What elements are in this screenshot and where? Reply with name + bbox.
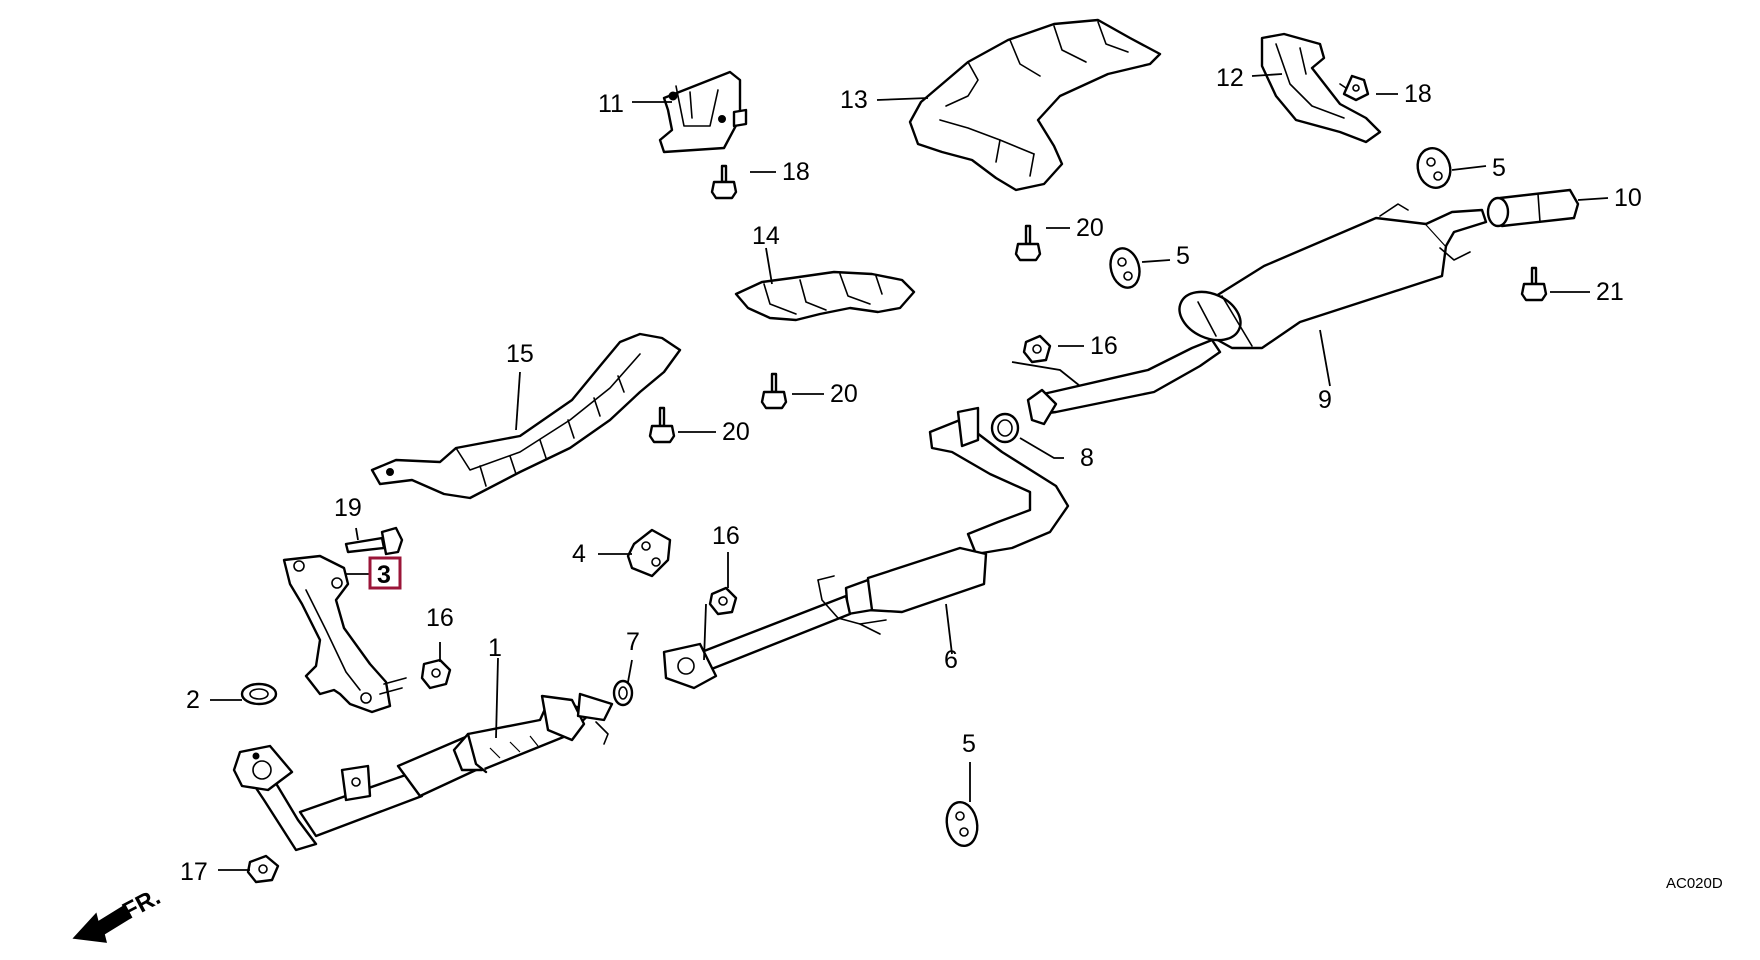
callout-5: 5 <box>1176 242 1190 270</box>
part-20-bolt-a[interactable] <box>1014 224 1042 262</box>
part-12-bracket[interactable] <box>1260 32 1382 144</box>
part-8-gasket[interactable] <box>990 412 1020 444</box>
callout-3[interactable]: 3 <box>377 561 391 589</box>
callout-20: 20 <box>830 380 858 408</box>
callout-5: 5 <box>1492 154 1506 182</box>
callout-18: 18 <box>1404 80 1432 108</box>
part-18-bolt-a[interactable] <box>710 164 738 200</box>
callout-2: 2 <box>186 686 200 714</box>
leader-lines <box>210 73 1609 871</box>
part-10-tail-tip[interactable] <box>1486 188 1580 228</box>
callout-6: 6 <box>944 646 958 674</box>
direction-indicator: FR. <box>72 883 165 943</box>
part-18-bolt-b[interactable] <box>1339 74 1370 102</box>
part-20-bolt-c[interactable] <box>648 406 676 444</box>
callout-5: 5 <box>962 730 976 758</box>
part-17-nut[interactable] <box>246 854 280 884</box>
part-5-hanger-b[interactable] <box>1106 245 1143 291</box>
part-19-bolt[interactable] <box>344 526 404 556</box>
part-7-gasket[interactable] <box>612 679 634 707</box>
part-16-nut-b[interactable] <box>708 586 738 616</box>
drawing-code: AC020D <box>1666 875 1723 892</box>
part-2-gasket[interactable] <box>240 682 278 706</box>
part-4-hanger[interactable] <box>626 528 672 578</box>
part-15-heat-shield[interactable] <box>370 332 682 500</box>
callout-20: 20 <box>722 418 750 446</box>
part-13-heat-shield[interactable] <box>908 18 1162 192</box>
part-6-center-pipe[interactable] <box>662 406 1070 690</box>
callout-13: 13 <box>840 86 868 114</box>
callout-21: 21 <box>1596 278 1624 306</box>
arrow-front-icon <box>72 904 131 943</box>
part-16-nut-a[interactable] <box>1022 334 1052 364</box>
part-20-bolt-b[interactable] <box>760 372 788 410</box>
part-16-nut-c[interactable] <box>420 658 452 690</box>
part-5-hanger-c[interactable] <box>943 800 980 849</box>
part-21-bolt[interactable] <box>1520 266 1548 302</box>
callout-10: 10 <box>1614 184 1642 212</box>
callout-7: 7 <box>626 628 640 656</box>
callout-8: 8 <box>1080 444 1094 472</box>
callout-11: 11 <box>598 90 624 118</box>
callout-14: 14 <box>752 222 780 250</box>
callout-20: 20 <box>1076 214 1104 242</box>
part-14-heat-shield[interactable] <box>734 270 916 322</box>
callout-labels: 11 13 12 18 18 5 10 20 5 14 21 16 9 15 2… <box>180 64 1642 886</box>
part-1-front-pipe[interactable] <box>232 692 614 852</box>
callout-16: 16 <box>1090 332 1118 360</box>
part-11-bracket[interactable] <box>658 70 748 154</box>
callout-18: 18 <box>782 158 810 186</box>
callout-19: 19 <box>334 494 362 522</box>
callout-4: 4 <box>572 540 586 568</box>
part-9-muffler[interactable] <box>1026 203 1488 426</box>
part-3-bracket[interactable] <box>282 554 407 714</box>
callout-1: 1 <box>488 634 502 662</box>
highlight-box <box>368 556 402 590</box>
part-5-hanger-a[interactable] <box>1413 145 1454 192</box>
callout-9: 9 <box>1318 386 1332 414</box>
callout-16: 16 <box>712 522 740 550</box>
callout-15: 15 <box>506 340 534 368</box>
callout-17: 17 <box>180 858 208 886</box>
callout-16: 16 <box>426 604 454 632</box>
callout-12: 12 <box>1216 64 1244 92</box>
